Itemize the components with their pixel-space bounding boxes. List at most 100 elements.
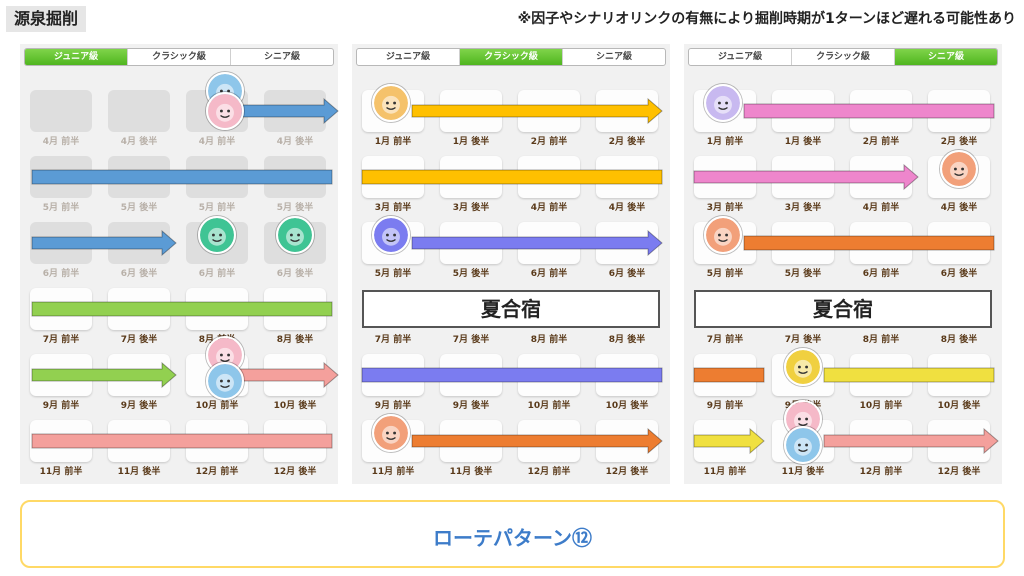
turn-label: 6月 前半 xyxy=(530,269,568,279)
turn-label: 11月 前半 xyxy=(39,467,83,477)
page-header-title: 源泉掘削 xyxy=(6,6,87,32)
character-icon xyxy=(784,426,822,464)
turn-label: 5月 前半 xyxy=(374,269,412,279)
turn-label: 7月 前半 xyxy=(42,335,80,345)
schedule-bar xyxy=(823,367,995,383)
turn-label: 6月 後半 xyxy=(276,269,314,279)
summer-camp-box: 夏合宿 xyxy=(362,290,660,328)
turn-label: 6月 前半 xyxy=(862,269,900,279)
character-icon xyxy=(704,84,742,122)
turn-label: 7月 前半 xyxy=(706,335,744,345)
schedule-arrow xyxy=(823,427,999,455)
turn-label: 1月 後半 xyxy=(452,137,490,147)
character-icon xyxy=(206,92,244,130)
turn-label: 3月 前半 xyxy=(706,203,744,213)
turn-label: 9月 前半 xyxy=(706,401,744,411)
turn-label: 11月 後半 xyxy=(781,467,825,477)
turn-label: 3月 前半 xyxy=(374,203,412,213)
turn-label: 12月 後半 xyxy=(273,467,317,477)
schedule-arrow xyxy=(693,163,919,191)
schedule-arrow xyxy=(411,229,663,257)
turn-label: 8月 前半 xyxy=(530,335,568,345)
character-icon xyxy=(276,216,314,254)
turn-label: 4月 前半 xyxy=(42,137,80,147)
turn-label: 9月 後半 xyxy=(452,401,490,411)
schedule-arrow xyxy=(31,229,177,257)
turn-label: 12月 後半 xyxy=(937,467,981,477)
turn-label: 2月 後半 xyxy=(608,137,646,147)
character-icon xyxy=(198,216,236,254)
turn-label: 9月 前半 xyxy=(374,401,412,411)
turn-label: 8月 前半 xyxy=(862,335,900,345)
summer-camp-box: 夏合宿 xyxy=(694,290,992,328)
turn-label: 1月 後半 xyxy=(784,137,822,147)
turn-label: 4月 前半 xyxy=(198,137,236,147)
turn-label: 10月 前半 xyxy=(195,401,239,411)
schedule-bar xyxy=(743,103,995,119)
turn-label: 10月 前半 xyxy=(859,401,903,411)
turn-label: 9月 前半 xyxy=(42,401,80,411)
tab-junior[interactable]: ジュニア級 xyxy=(25,49,128,65)
turn-label: 5月 前半 xyxy=(198,203,236,213)
tab-senior[interactable]: シニア級 xyxy=(263,52,300,62)
turn-label: 5月 前半 xyxy=(42,203,80,213)
tab-senior[interactable]: シニア級 xyxy=(595,52,632,62)
turn-label: 1月 前半 xyxy=(706,137,744,147)
turn-label: 1月 前半 xyxy=(374,137,412,147)
schedule-bar xyxy=(361,169,663,185)
turn-label: 8月 後半 xyxy=(940,335,978,345)
turn-label: 5月 前半 xyxy=(706,269,744,279)
turn-label: 2月 前半 xyxy=(862,137,900,147)
turn-label: 6月 前半 xyxy=(42,269,80,279)
rotation-pattern-box: ローテパターン⑫ xyxy=(20,500,1005,568)
page-header-note: ※因子やシナリオリンクの有無により掘削時期が1ターンほど遅れる可能性あり xyxy=(517,11,1016,27)
character-icon xyxy=(704,216,742,254)
turn-label: 3月 後半 xyxy=(452,203,490,213)
turn-label: 5月 後半 xyxy=(120,203,158,213)
turn-label: 12月 前半 xyxy=(527,467,571,477)
turn-label: 2月 後半 xyxy=(940,137,978,147)
turn-label: 10月 後半 xyxy=(605,401,649,411)
tab-classic[interactable]: クラシック級 xyxy=(792,49,895,65)
turn-label: 8月 後半 xyxy=(276,335,314,345)
tab-junior[interactable]: ジュニア級 xyxy=(689,49,792,65)
rotation-pattern-label: ローテパターン⑫ xyxy=(433,526,592,550)
turn-label: 5月 後半 xyxy=(276,203,314,213)
turn-label: 10月 前半 xyxy=(527,401,571,411)
tab-classic[interactable]: クラシック級 xyxy=(460,49,563,65)
schedule-bar xyxy=(361,367,663,383)
tab-junior[interactable]: ジュニア級 xyxy=(357,49,460,65)
senior-schedule-panel: ジュニア級 クラシック級 シニア級 1月 前半 1月 後半 2月 前半 2月 後半 3月… xyxy=(684,44,1002,484)
character-icon xyxy=(206,362,244,400)
turn-label: 10月 後半 xyxy=(273,401,317,411)
turn-label: 9月 後半 xyxy=(120,401,158,411)
schedule-cell[interactable] xyxy=(108,90,170,132)
turn-label: 4月 後半 xyxy=(940,203,978,213)
tab-senior[interactable]: シニア級 xyxy=(895,49,997,65)
turn-label: 5月 後半 xyxy=(784,269,822,279)
turn-label: 4月 前半 xyxy=(530,203,568,213)
grade-tabs: ジュニア級 クラシック級 シニア級 xyxy=(688,48,998,66)
turn-label: 3月 後半 xyxy=(784,203,822,213)
turn-label: 8月 後半 xyxy=(608,335,646,345)
schedule-bar xyxy=(31,433,333,449)
character-icon xyxy=(372,84,410,122)
turn-label: 2月 前半 xyxy=(530,137,568,147)
turn-label: 4月 前半 xyxy=(862,203,900,213)
schedule-bar xyxy=(743,235,995,251)
grade-tabs: ジュニア級 クラシック級 シニア級 xyxy=(24,48,334,66)
turn-label: 11月 前半 xyxy=(703,467,747,477)
turn-label: 7月 前半 xyxy=(374,335,412,345)
schedule-arrow xyxy=(231,97,339,125)
turn-label: 7月 後半 xyxy=(452,335,490,345)
turn-label: 6月 後半 xyxy=(940,269,978,279)
schedule-cell[interactable] xyxy=(30,90,92,132)
character-icon xyxy=(784,348,822,386)
grade-tabs: ジュニア級 クラシック級 シニア級 xyxy=(356,48,666,66)
schedule-arrow xyxy=(411,427,663,455)
turn-label: 12月 前半 xyxy=(859,467,903,477)
turn-label: 4月 後半 xyxy=(608,203,646,213)
tab-classic[interactable]: クラシック級 xyxy=(128,49,231,65)
turn-label: 11月 前半 xyxy=(371,467,415,477)
